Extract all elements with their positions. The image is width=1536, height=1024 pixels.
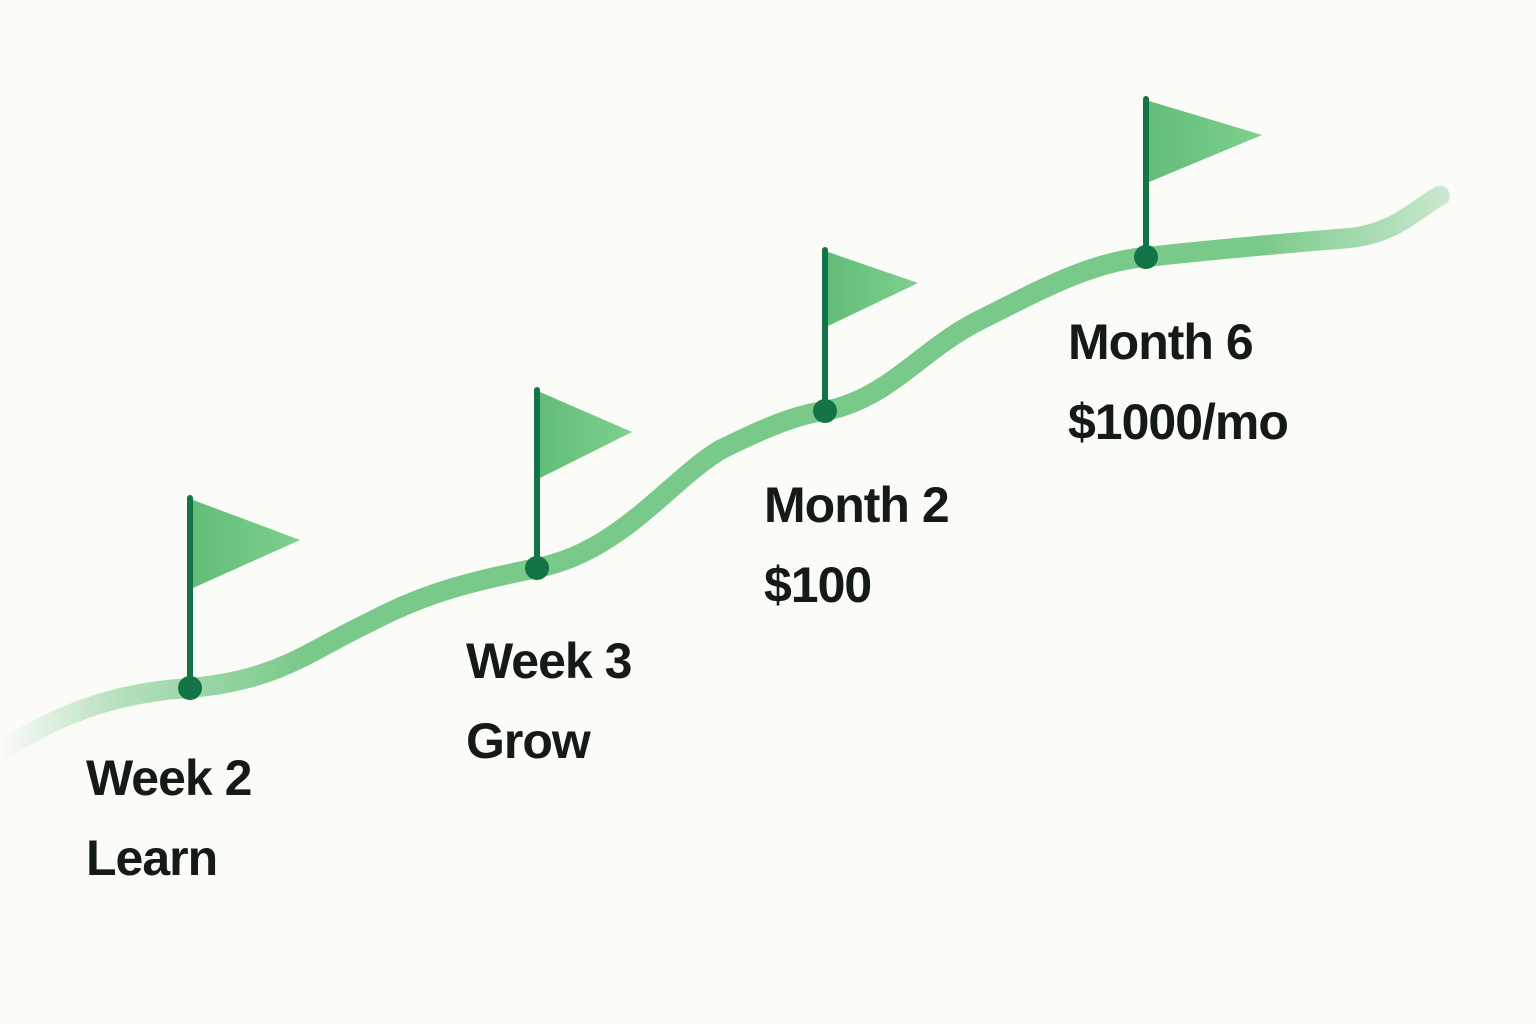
milestone-dot bbox=[525, 556, 549, 580]
milestone-label-week-2: Week 2 Learn bbox=[86, 738, 252, 898]
milestone-period: Month 6 bbox=[1068, 314, 1254, 370]
milestone-label-week-3: Week 3 Grow bbox=[466, 621, 632, 781]
milestone-flag-3 bbox=[813, 247, 918, 423]
flag-icon bbox=[187, 495, 300, 688]
milestone-label-month-6: Month 6 $1000/mo bbox=[1068, 302, 1289, 462]
milestone-dot bbox=[813, 399, 837, 423]
milestone-caption: $1000/mo bbox=[1068, 394, 1289, 450]
flag-icon bbox=[1143, 96, 1262, 257]
milestone-period: Month 2 bbox=[764, 477, 950, 533]
progress-path bbox=[0, 186, 1450, 762]
milestone-caption: $100 bbox=[764, 557, 872, 613]
milestone-caption: Grow bbox=[466, 713, 591, 769]
flag-icon bbox=[822, 247, 918, 411]
flag-icon bbox=[534, 387, 632, 568]
milestone-dot bbox=[1134, 245, 1158, 269]
milestone-period: Week 3 bbox=[466, 633, 632, 689]
milestone-label-month-2: Month 2 $100 bbox=[764, 465, 950, 625]
milestone-dot bbox=[178, 676, 202, 700]
milestone-flag-1 bbox=[178, 495, 300, 700]
milestone-flag-2 bbox=[525, 387, 632, 580]
milestone-period: Week 2 bbox=[86, 750, 252, 806]
milestone-caption: Learn bbox=[86, 830, 218, 886]
milestone-flag-4 bbox=[1134, 96, 1262, 269]
